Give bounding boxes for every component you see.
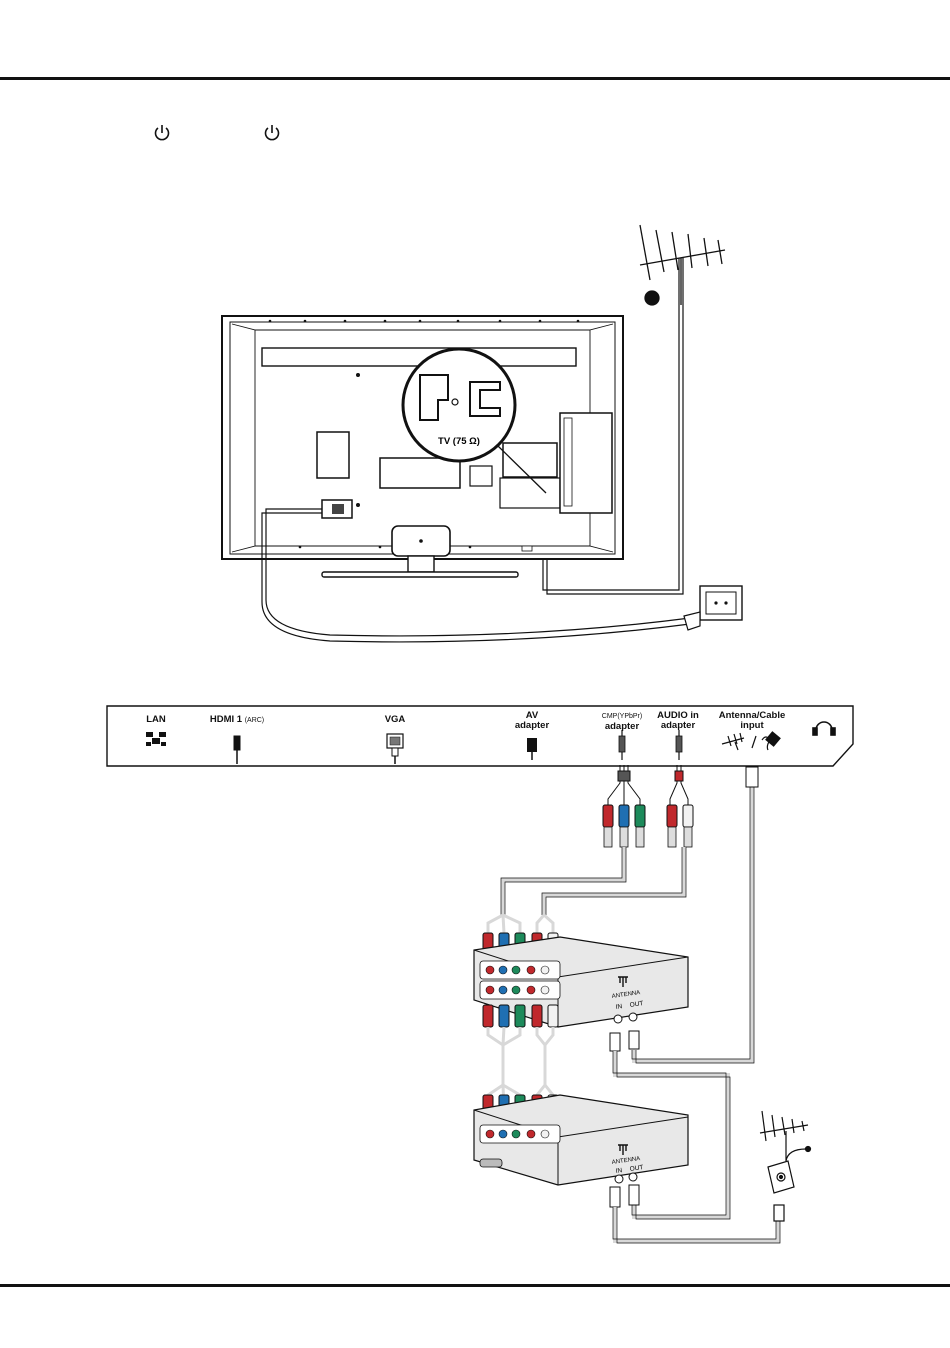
port-panel xyxy=(0,700,950,770)
cmp-label-line2: adapter xyxy=(592,722,652,732)
external-device-2: ANTENNA IN OUT xyxy=(474,1095,688,1185)
cmp-label-line1: CMP xyxy=(602,713,618,720)
top-rule xyxy=(0,77,950,80)
magnifier-label: TV (75 Ω) xyxy=(438,436,480,447)
tv-connection-diagram: TV (75 Ω) xyxy=(0,210,950,660)
lan-label: LAN xyxy=(140,715,172,725)
av-label-line2: adapter xyxy=(506,721,558,731)
wall-outlet xyxy=(684,586,742,630)
hdmi-label-sub: (ARC) xyxy=(245,717,264,724)
device1-in-label: IN xyxy=(615,1003,623,1011)
bottom-rule xyxy=(0,1284,950,1287)
antenna-label-line2: input xyxy=(712,721,792,731)
audio-label-line2: adapter xyxy=(652,721,704,731)
power-icon xyxy=(153,124,171,142)
device-connection-diagram: ANTENNA IN OUT ANTENN xyxy=(0,765,950,1255)
hdmi-label: HDMI 1 (ARC) xyxy=(200,715,274,726)
hdmi-label-text: HDMI 1 xyxy=(210,714,242,725)
cmp-label: CMP(YPbPr) adapter xyxy=(592,711,652,732)
power-icon xyxy=(263,124,281,142)
antenna-label: Antenna/Cable input xyxy=(712,711,792,731)
vga-label-text: VGA xyxy=(385,714,406,725)
audio-label: AUDIO in adapter xyxy=(652,711,704,731)
antenna-icon xyxy=(760,1111,811,1221)
cmp-label-sub: (YPbPr) xyxy=(617,713,642,720)
av-label: AV adapter xyxy=(506,711,558,731)
lan-label-text: LAN xyxy=(146,714,166,725)
vga-label: VGA xyxy=(378,715,412,725)
device2-in-label: IN xyxy=(615,1167,623,1175)
